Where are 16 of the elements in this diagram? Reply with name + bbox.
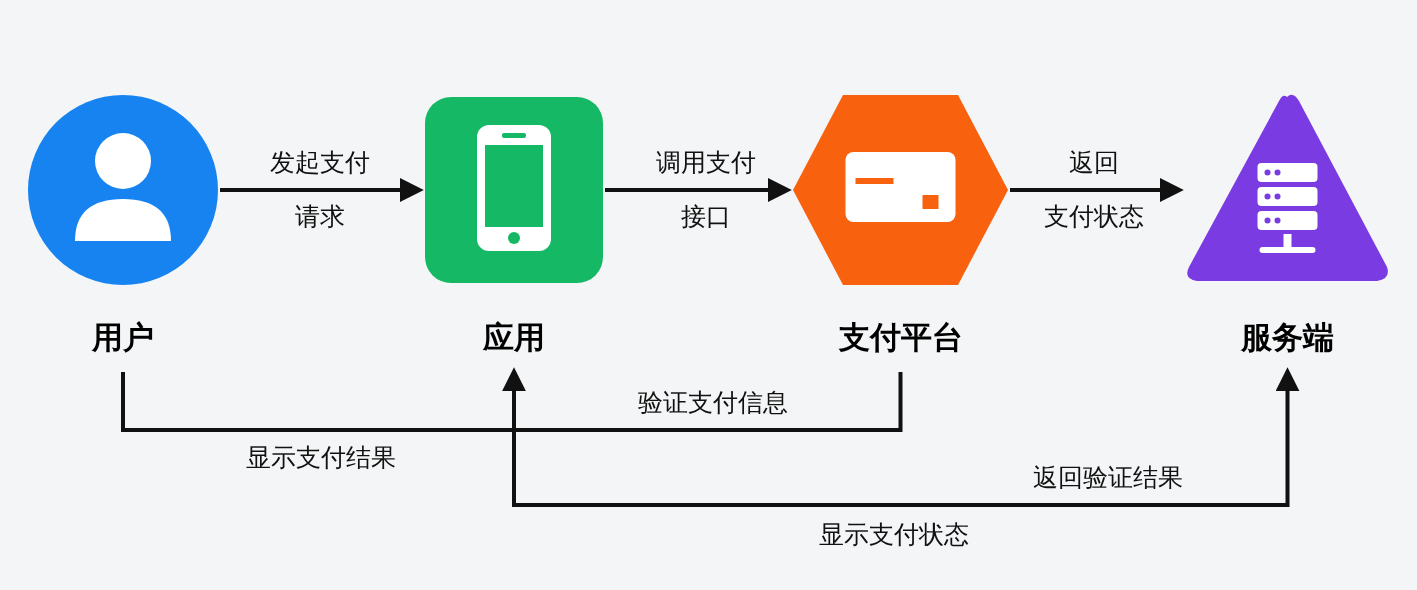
line-label: 显示支付状态	[819, 519, 969, 551]
node-label: 应用	[482, 318, 546, 357]
line-label: 显示支付结果	[246, 442, 396, 474]
node-label: 服务端	[1239, 318, 1335, 357]
edge-label: 返回验证结果	[1033, 462, 1183, 494]
arrow	[502, 367, 1300, 507]
arrow	[1010, 178, 1184, 202]
arrow	[220, 178, 424, 202]
edge-label: 发起支付请求	[269, 147, 371, 233]
edge-label: 验证支付信息	[638, 387, 788, 419]
arrow	[605, 178, 792, 202]
node-label: 用户	[91, 318, 155, 357]
connector-line	[121, 372, 903, 432]
edge-label: 返回支付状态	[1043, 147, 1145, 233]
edge-label: 调用支付接口	[655, 147, 757, 233]
node-label: 支付平台	[837, 318, 964, 357]
